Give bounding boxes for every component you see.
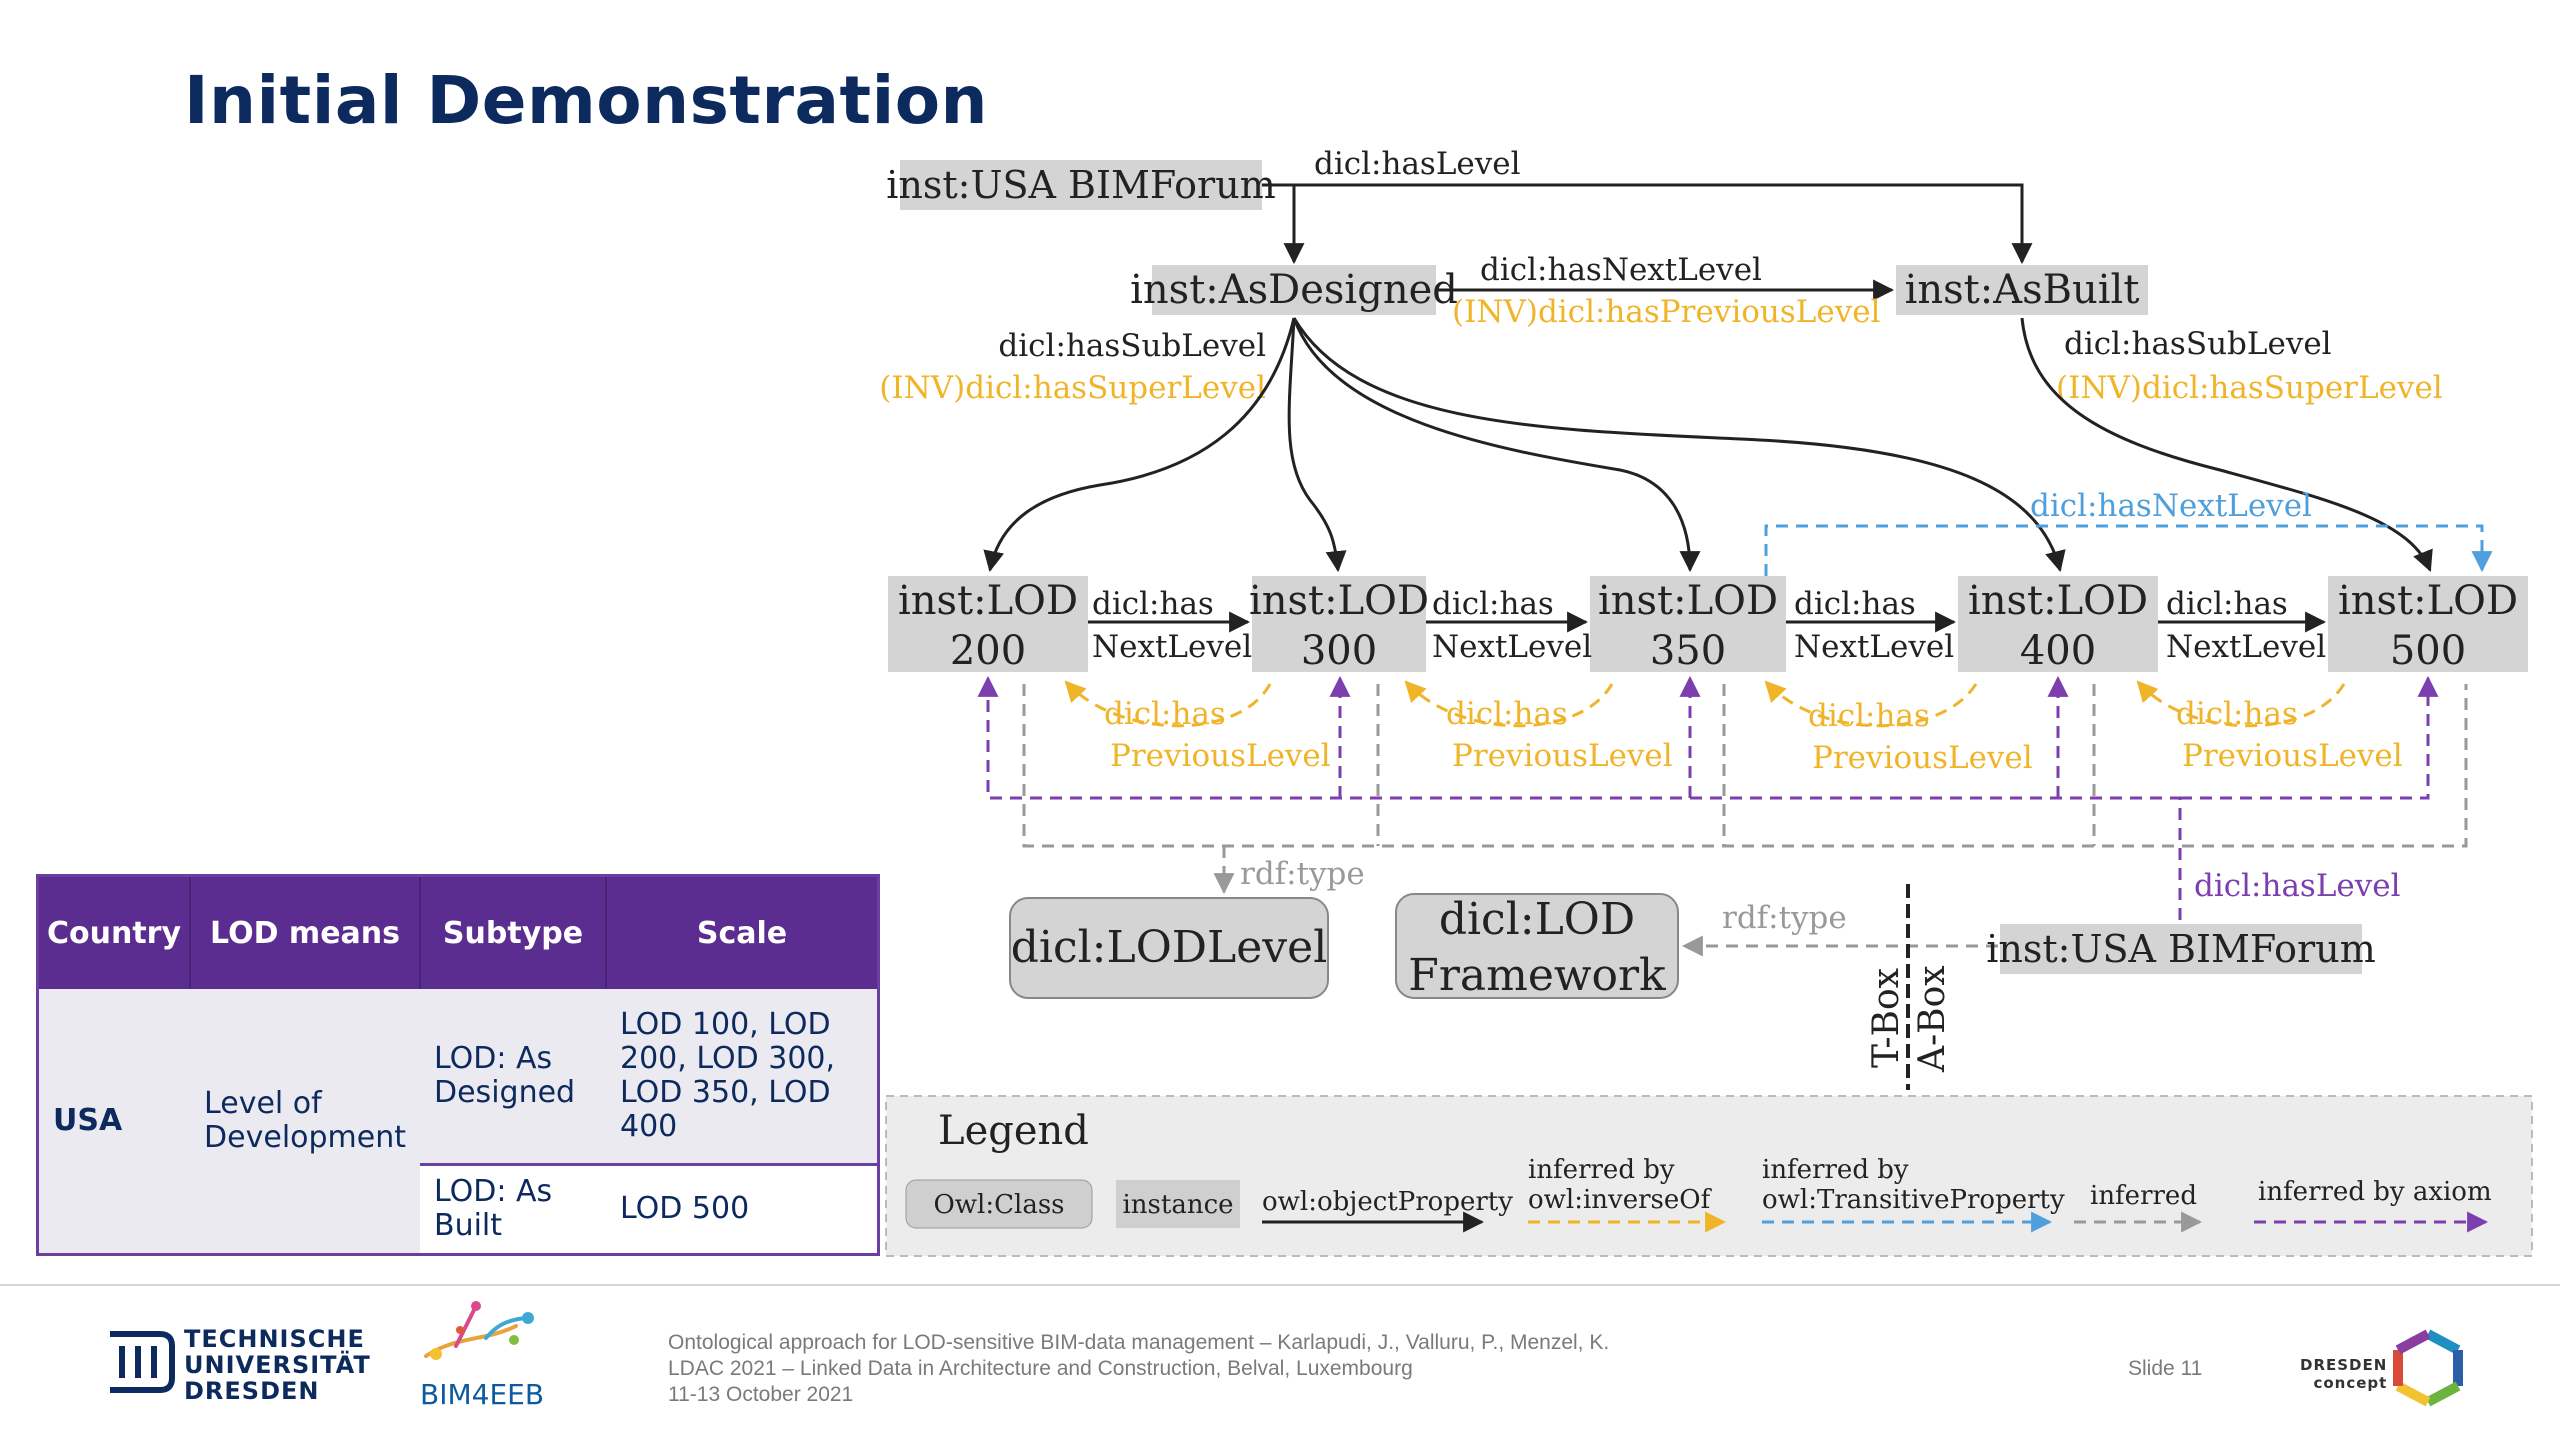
as-built-node: inst:AsBuilt (1896, 265, 2148, 315)
svg-text:NextLevel: NextLevel (2166, 629, 2326, 665)
table-row: USA Level of Development LOD: As Designe… (37, 989, 879, 1255)
svg-text:300: 300 (1301, 628, 1377, 674)
has-next-level-label: dicl:hasNextLevel (1480, 252, 1762, 288)
svg-text:dicl:LOD: dicl:LOD (1439, 894, 1635, 945)
svg-text:inst:LOD: inst:LOD (1598, 578, 1778, 624)
legend-transitive-line2: owl:TransitiveProperty (1762, 1185, 2065, 1215)
dresden-concept-wordmark: DRESDEN concept (2300, 1356, 2388, 1392)
svg-text:500: 500 (2390, 628, 2466, 674)
svg-text:PreviousLevel: PreviousLevel (2182, 738, 2403, 774)
svg-text:dicl:has: dicl:has (2166, 586, 2288, 622)
svg-text:dicl:has: dicl:has (1092, 586, 1214, 622)
legend-inverse-line1: inferred by (1528, 1155, 1675, 1185)
transitive-next-level-label: dicl:hasNextLevel (2030, 488, 2312, 524)
dresden-concept-logo (2393, 1329, 2463, 1407)
abox-label: A-Box (1912, 965, 1953, 1073)
footer-citation: Ontological approach for LOD-sensitive B… (668, 1331, 1610, 1406)
svg-text:NextLevel: NextLevel (1794, 629, 1954, 665)
previous-level-labels: dicl:has PreviousLevel dicl:has Previous… (1104, 696, 2403, 776)
svg-text:dicl:has: dicl:has (1794, 586, 1916, 622)
svg-text:inst:LOD: inst:LOD (1968, 578, 2148, 624)
lod-ontology-diagram: inst:USA BIMForum dicl:hasLevel inst:AsD… (879, 146, 2533, 1257)
tbox-label: T-Box (1866, 968, 1907, 1068)
scale-cell: LOD 500 (606, 1162, 879, 1255)
svg-text:dicl:has: dicl:has (1104, 696, 1226, 732)
header-country: Country (37, 875, 192, 989)
svg-text:Framework: Framework (1408, 950, 1666, 1001)
table-header-row: Country LOD means Subtype Scale (37, 875, 880, 989)
rdf-type-label-2: rdf:type (1722, 900, 1847, 936)
svg-text:NextLevel: NextLevel (1432, 629, 1592, 665)
has-level-top-label: dicl:hasLevel (1314, 146, 1521, 182)
slide-title: Initial Demonstration (184, 62, 989, 139)
legend-inverse-line2: owl:inverseOf (1528, 1185, 1713, 1215)
bim4eeb-logo (424, 1301, 534, 1360)
usa-bimforum-bottom-node: inst:USA BIMForum (1986, 924, 2376, 974)
lod-level-class-node: dicl:LODLevel (1009, 897, 1329, 999)
svg-text:inst:USA BIMForum: inst:USA BIMForum (886, 163, 1275, 207)
header-scale: Scale (606, 875, 880, 989)
lod-framework-class-node: dicl:LOD Framework (1395, 893, 1679, 1001)
has-sub-level-right-label: dicl:hasSubLevel (2064, 326, 2332, 362)
svg-text:dicl:has: dicl:has (1446, 696, 1568, 732)
legend: Legend Owl:Class instance owl:objectProp… (885, 1095, 2533, 1257)
legend-instance: instance (1122, 1190, 1233, 1220)
svg-text:dicl:has: dicl:has (1432, 586, 1554, 622)
lod-node-500: inst:LOD 500 (2328, 576, 2528, 674)
slide-number: Slide 11 (2128, 1357, 2203, 1380)
legend-object-property: owl:objectProperty (1262, 1187, 1513, 1217)
lod-node-200: inst:LOD 200 (888, 576, 1088, 674)
header-lod-means: LOD means (190, 875, 421, 989)
as-designed-node: inst:AsDesigned (1130, 265, 1458, 315)
legend-title: Legend (938, 1108, 1089, 1154)
rdf-type-label-1: rdf:type (1240, 856, 1365, 892)
inv-has-previous-level-label: (INV)dicl:hasPreviousLevel (1452, 294, 1880, 330)
svg-text:PreviousLevel: PreviousLevel (1812, 740, 2033, 776)
svg-text:NextLevel: NextLevel (1092, 629, 1252, 665)
inv-has-super-level-left-label: (INV)dicl:hasSuperLevel (879, 370, 1266, 406)
inv-has-super-level-right-label: (INV)dicl:hasSuperLevel (2056, 370, 2443, 406)
lod-node-400: inst:LOD 400 (1958, 576, 2158, 674)
tu-dresden-wordmark: TECHNISCHE UNIVERSITÄT DRESDEN (184, 1325, 371, 1405)
usa-bimforum-top-node: inst:USA BIMForum (886, 160, 1276, 210)
next-level-labels: dicl:has NextLevel dicl:has NextLevel di… (1092, 586, 2326, 665)
has-sub-level-left-label: dicl:hasSubLevel (998, 328, 1266, 364)
lod-node-300: inst:LOD 300 (1249, 576, 1429, 674)
svg-text:dicl:LODLevel: dicl:LODLevel (1011, 922, 1328, 973)
svg-text:inst:LOD: inst:LOD (898, 578, 1078, 624)
country-cell: USA (37, 989, 191, 1255)
tu-dresden-logo (110, 1331, 175, 1393)
subtype-cell: LOD: As Built (420, 1162, 606, 1255)
svg-text:dicl:has: dicl:has (1808, 698, 1930, 734)
axiom-has-level-label: dicl:hasLevel (2194, 868, 2401, 904)
svg-text:PreviousLevel: PreviousLevel (1110, 738, 1331, 774)
scale-cell: LOD 100, LOD 200, LOD 300, LOD 350, LOD … (606, 989, 879, 1165)
table-row: LOD: As Built LOD 500 (38, 1162, 879, 1255)
legend-axiom: inferred by axiom (2258, 1177, 2492, 1207)
bim4eeb-wordmark: BIM4EEB (420, 1378, 545, 1411)
svg-text:400: 400 (2020, 628, 2096, 674)
legend-transitive-line1: inferred by (1762, 1155, 1909, 1185)
header-subtype: Subtype (420, 875, 607, 989)
svg-text:200: 200 (950, 628, 1026, 674)
lod-node-350: inst:LOD 350 (1590, 576, 1786, 674)
lod-means-cell: Level of Development (190, 989, 420, 1255)
subtype-cell: LOD: As Designed (420, 989, 606, 1165)
svg-text:inst:LOD: inst:LOD (1249, 578, 1429, 624)
footer-divider (0, 1284, 2560, 1286)
svg-text:dicl:has: dicl:has (2176, 696, 2298, 732)
svg-text:PreviousLevel: PreviousLevel (1452, 738, 1673, 774)
legend-inferred: inferred (2090, 1181, 2197, 1211)
svg-text:inst:LOD: inst:LOD (2338, 578, 2518, 624)
svg-text:inst:AsBuilt: inst:AsBuilt (1905, 267, 2140, 313)
svg-text:inst:USA BIMForum: inst:USA BIMForum (1986, 927, 2375, 971)
lod-table: Country LOD means Subtype Scale USA Leve… (36, 874, 880, 1256)
legend-owl-class: Owl:Class (933, 1190, 1064, 1220)
svg-text:350: 350 (1650, 628, 1726, 674)
svg-text:inst:AsDesigned: inst:AsDesigned (1130, 267, 1458, 313)
